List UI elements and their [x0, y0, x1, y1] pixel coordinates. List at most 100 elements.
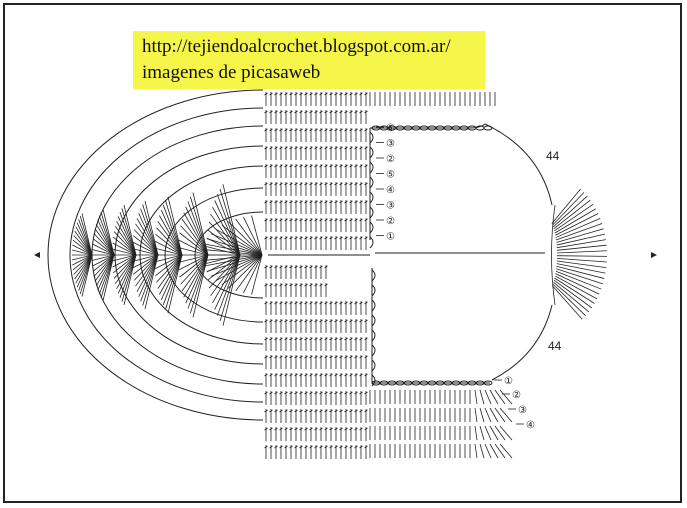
fan-stitch [551, 188, 581, 224]
stitch-tick [214, 254, 241, 310]
stitch-tick [132, 241, 159, 256]
stitch-bar [264, 409, 268, 413]
stitch-post [499, 443, 513, 459]
chain-scallop [369, 221, 374, 234]
stitch-bar [354, 200, 358, 204]
stitch-bar [324, 110, 328, 114]
stitch-bar [344, 200, 348, 204]
chain-scallop [371, 359, 376, 372]
stitch-bar [304, 319, 308, 323]
stitch-post [499, 389, 513, 405]
stitch-bar [339, 236, 343, 240]
stitch-bar [354, 218, 358, 222]
stitch-tick [156, 254, 183, 283]
stitch-tick [180, 225, 209, 256]
right-fan-stitches [551, 188, 607, 320]
stitch-bar [279, 319, 283, 323]
stitch-bar [289, 200, 293, 204]
stitch-bar [269, 283, 273, 287]
stitch-bar [314, 355, 318, 359]
stitch-post [499, 407, 513, 423]
stitch-bar [349, 301, 353, 305]
stitch-bar [349, 337, 353, 341]
stitch-bar [339, 110, 343, 114]
fan-stitch [555, 270, 602, 290]
row-marker: ② [386, 154, 395, 165]
stitch-bar [319, 182, 323, 186]
stitch-tick [114, 254, 137, 285]
stitch-bar [349, 409, 353, 413]
stitch-bar [339, 164, 343, 168]
stitch-fans [72, 184, 263, 326]
stitch-bar [349, 319, 353, 323]
stitch-tick [92, 243, 115, 256]
stitch-bar [274, 283, 278, 287]
stitch-bar [354, 319, 358, 323]
fan-stitch [556, 257, 607, 263]
stitch-bar [364, 301, 368, 305]
stitch-bar [309, 355, 313, 359]
stitch-bar [304, 218, 308, 222]
stitch-bar [279, 110, 283, 114]
stitch-bar [309, 182, 313, 186]
stitch-tick [72, 254, 93, 271]
stitch-bar [334, 319, 338, 323]
stitch-bar [269, 355, 273, 359]
stitch-bar [309, 337, 313, 341]
stitch-tick [119, 254, 137, 298]
stitch-bar [344, 218, 348, 222]
stitch-post [474, 425, 478, 441]
stitch-bar [279, 265, 283, 269]
stitch-bar [364, 337, 368, 341]
stitch-bar [359, 164, 363, 168]
stitch-tick [112, 254, 137, 268]
stitch-bar [279, 164, 283, 168]
stitch-bar [294, 182, 298, 186]
stitch-bar [279, 355, 283, 359]
stitch-bar [319, 301, 323, 305]
stitch-bar [269, 319, 273, 323]
stitch-bar [289, 265, 293, 269]
stitch-bar [314, 445, 318, 449]
stitch-bar [264, 355, 268, 359]
stitch-bar [344, 128, 348, 132]
source-url: http://tejiendoalcrochet.blogspot.com.ar… [142, 36, 451, 57]
fan-stitch [553, 281, 590, 313]
stitch-bar [349, 218, 353, 222]
stitch-tick [121, 208, 137, 256]
stitch-bar [284, 355, 288, 359]
stitch-tick [204, 254, 263, 267]
stitch-bar [294, 283, 298, 287]
stitch-tick [142, 254, 159, 306]
stitch-bar [299, 319, 303, 323]
stitch-tick [157, 221, 183, 256]
stitch-bar [359, 146, 363, 150]
stitch-bar [334, 146, 338, 150]
stitch-bar [324, 445, 328, 449]
stitch-bar [294, 391, 298, 395]
stitch-tick [185, 254, 209, 304]
stitch-bar [304, 337, 308, 341]
chain-stitch [483, 380, 493, 386]
stitch-bar [264, 182, 268, 186]
stitch-bar [309, 409, 313, 413]
stitch-bar [314, 164, 318, 168]
fan-stitch [555, 273, 600, 295]
stitch-tick [138, 213, 159, 256]
stitch-tick [185, 206, 209, 256]
stitch-bar [354, 391, 358, 395]
stitch-tick [181, 218, 209, 256]
fan-stitch [552, 195, 588, 228]
stitch-bar [294, 373, 298, 377]
stitch-bar [314, 146, 318, 150]
stitch-bar [284, 182, 288, 186]
stitch-tick [95, 223, 115, 256]
stitch-bar [344, 92, 348, 96]
measure-label-top: 44 [546, 149, 560, 163]
stitch-bar [364, 128, 368, 132]
row-marker: ③ [386, 201, 395, 212]
stitch-tick [204, 243, 263, 256]
image-frame [3, 3, 682, 503]
stitch-tick [112, 254, 137, 274]
fan-base [551, 204, 556, 306]
